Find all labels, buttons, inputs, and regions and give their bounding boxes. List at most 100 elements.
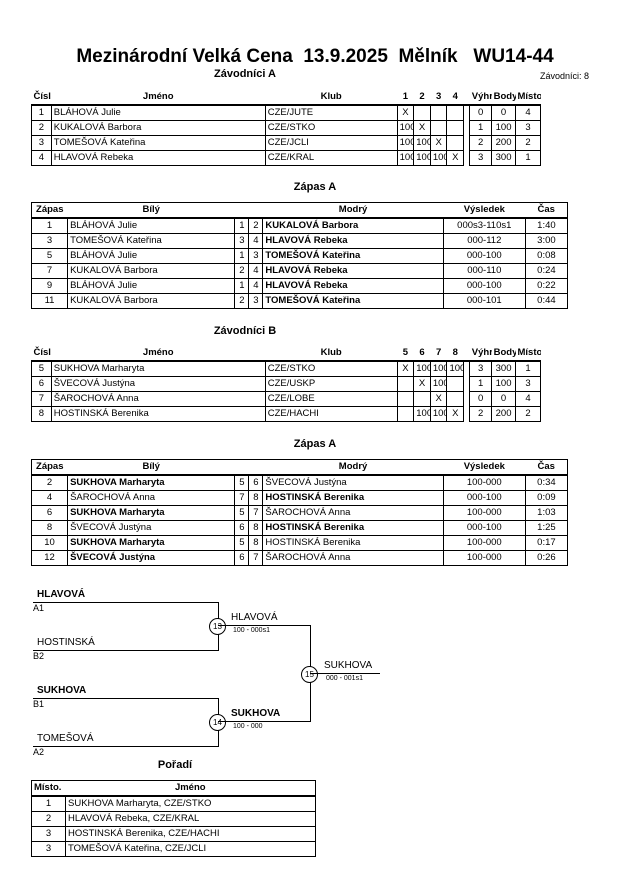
col-1: 1: [402, 91, 409, 102]
sf2-bottom-name: TOMEŠOVÁ: [37, 733, 94, 744]
col-4: 4: [452, 91, 458, 102]
place-cell: 1: [515, 360, 541, 377]
col-blue: Modrý: [338, 461, 368, 472]
group-b-title: Závodníci B: [213, 325, 277, 337]
sf2-bottom-seed: A2: [33, 747, 45, 757]
match-no: 8: [30, 520, 69, 536]
blue-number: 8: [248, 490, 264, 506]
competitor-club: CZE/LOBE: [264, 391, 398, 407]
blue-number: 4: [248, 263, 264, 279]
white-number: 5: [234, 505, 250, 521]
competitor-club: CZE/KRAL: [264, 150, 398, 166]
result-cell: 100: [429, 376, 448, 392]
col-points: Body: [493, 91, 516, 102]
competitor-no: 5: [31, 360, 52, 377]
blue-competitor: HOSTINSKÁ Berenika: [262, 535, 444, 551]
sf1-match-no: 13: [209, 618, 226, 635]
result-cell: 100: [396, 150, 415, 166]
blue-competitor: HLAVOVÁ Rebeka: [262, 233, 444, 249]
match-time: 0:22: [524, 278, 569, 294]
col-match-no: Zápas: [36, 204, 64, 215]
match-result: 000-101: [442, 293, 526, 309]
white-number: 7: [234, 490, 250, 506]
matches-a-title: Zápas A: [293, 181, 337, 193]
matches-b-title: Zápas A: [293, 438, 337, 450]
result-cell: [396, 391, 415, 407]
match-time: 1:25: [524, 520, 569, 536]
col-7: 7: [436, 347, 442, 358]
competitor-club: CZE/JUTE: [264, 104, 398, 121]
competitor-name: ŠAROCHOVÁ Anna: [50, 391, 266, 407]
wins-cell: 2: [469, 135, 493, 151]
blue-competitor: ŠVECOVÁ Justýna: [262, 474, 444, 491]
competitor-club: CZE/HACHI: [264, 406, 398, 422]
sf1-bottom-name: HOSTINSKÁ: [37, 637, 95, 648]
col-white: Bílý: [142, 204, 160, 215]
white-competitor: SUKHOVA Marharyta: [67, 535, 236, 551]
competitor-name: ŠVECOVÁ Justýna: [50, 376, 266, 392]
group-a-title: Závodníci A: [214, 68, 276, 80]
result-cell: 100: [413, 150, 431, 166]
blue-competitor: HOSTINSKÁ Berenika: [262, 490, 444, 506]
match-no: 10: [30, 535, 69, 551]
competitor-club: CZE/JCLI: [264, 135, 398, 151]
result-cell: 100: [396, 135, 415, 151]
blue-competitor: ŠAROCHOVÁ Anna: [262, 550, 444, 566]
match-time: 0:34: [524, 474, 569, 491]
wins-cell: 3: [469, 360, 493, 377]
result-cell: [446, 135, 465, 151]
match-result: 100-000: [442, 550, 526, 566]
blue-number: 6: [248, 474, 264, 491]
result-cell: X: [396, 360, 415, 377]
competitor-no: 1: [31, 104, 52, 121]
sf2-score: 100 - 000: [233, 723, 263, 730]
col-club: Klub: [320, 91, 342, 102]
place-cell: 4: [515, 104, 541, 121]
wins-cell: 2: [469, 406, 493, 422]
white-number: 1: [234, 248, 250, 264]
result-cell: [413, 391, 431, 407]
col-6: 6: [419, 347, 425, 358]
white-competitor: ŠVECOVÁ Justýna: [67, 520, 236, 536]
col-ranking-place: Místo.: [34, 782, 62, 793]
match-result: 000-100: [442, 278, 526, 294]
group-a-table: Číslo Jméno Klub 1 2 3 4 Výhry Body Míst…: [31, 90, 541, 166]
white-competitor: KUKALOVÁ Barbora: [67, 263, 236, 279]
white-number: 6: [234, 550, 250, 566]
competitor-club: CZE/USKP: [264, 376, 398, 392]
competitor-no: 8: [31, 406, 52, 422]
competitor-no: 7: [31, 391, 52, 407]
match-result: 100-000: [442, 505, 526, 521]
points-cell: 0: [491, 104, 516, 121]
result-cell: X: [429, 391, 448, 407]
ranking-place: 2: [31, 811, 66, 827]
col-club: Klub: [320, 347, 342, 358]
col-blue: Modrý: [338, 204, 368, 215]
result-cell: 100: [413, 135, 431, 151]
white-competitor: SUKHOVA Marharyta: [67, 505, 236, 521]
ranking-name: SUKHOVA Marharyta, CZE/STKO: [65, 795, 316, 812]
group-b-table: Číslo Jméno Klub 5 6 7 8 Výhry Body Míst…: [31, 346, 541, 422]
white-number: 5: [234, 474, 250, 491]
sf1-winner: HLAVOVÁ: [231, 612, 278, 623]
match-no: 5: [30, 248, 69, 264]
ranking-name: HOSTINSKÁ Berenika, CZE/HACHI: [65, 826, 316, 842]
match-no: 12: [30, 550, 69, 566]
place-cell: 3: [515, 376, 541, 392]
white-competitor: ŠVECOVÁ Justýna: [67, 550, 236, 566]
match-result: 000-100: [442, 490, 526, 506]
result-cell: X: [429, 135, 448, 151]
sf1-top-seed: A1: [33, 603, 45, 613]
white-number: 5: [234, 535, 250, 551]
col-no: Číslo: [33, 91, 52, 102]
result-cell: 100: [429, 406, 448, 422]
